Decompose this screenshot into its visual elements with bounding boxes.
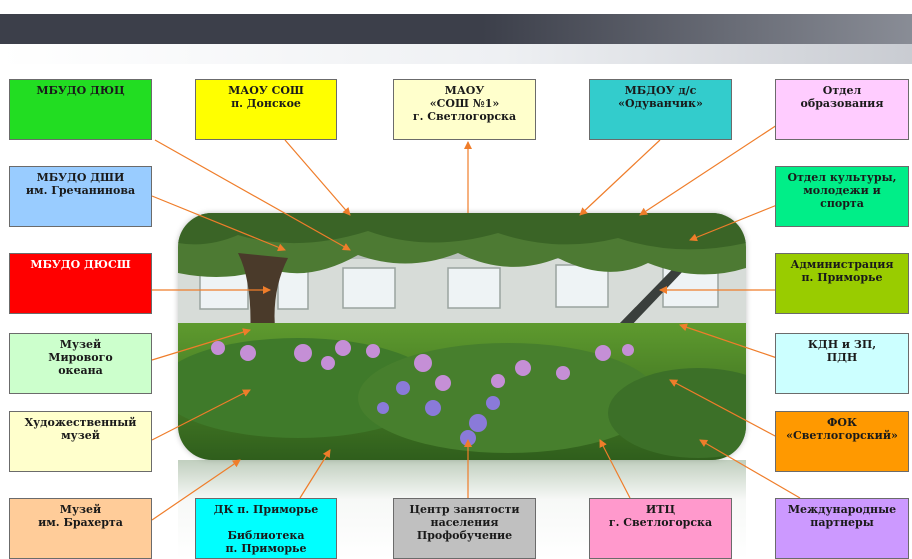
box-mbudo-dyussh: МБУДО ДЮСШ bbox=[9, 253, 152, 314]
box-itts: ИТЦ г. Светлогорска bbox=[589, 498, 732, 559]
box-dk-primorye: ДК п. Приморье Библиотека п. Приморье bbox=[195, 498, 337, 559]
box-mezhdunarodnye: Международные партнеры bbox=[775, 498, 909, 559]
connector-arrow-5 bbox=[639, 124, 778, 216]
box-muzey-okeana: Музей Мирового океана bbox=[9, 333, 152, 394]
box-fok: ФОК «Светлогорский» bbox=[775, 411, 909, 472]
connector-arrow-17 bbox=[599, 439, 631, 499]
connector-arrow-14 bbox=[151, 459, 241, 521]
box-otdel-obrazovaniya: Отдел образования bbox=[775, 79, 909, 140]
header-bar bbox=[0, 0, 912, 44]
connector-arrow-6 bbox=[151, 195, 286, 252]
connector-arrow-1 bbox=[154, 139, 351, 251]
box-maou-sosh-1: МАОУ «СОШ №1» г. Светлогорска bbox=[393, 79, 536, 140]
box-mbudo-duts: МБУДО ДЮЦ bbox=[9, 79, 152, 140]
connector-arrow-18 bbox=[699, 439, 801, 499]
connector-arrow-10 bbox=[151, 328, 251, 361]
box-administratsiya: Администрация п. Приморье bbox=[775, 253, 909, 314]
box-muzey-brakherta: Музей им. Брахерта bbox=[9, 498, 152, 559]
box-mbdou-oduvanchik: МБДОУ д/с «Одуванчик» bbox=[589, 79, 732, 140]
box-kdn-zp: КДН и ЗП, ПДН bbox=[775, 333, 909, 394]
box-khud-muzey: Художественный музей bbox=[9, 411, 152, 472]
connector-arrow-15 bbox=[299, 449, 331, 499]
connector-arrow-13 bbox=[669, 379, 778, 438]
box-mbudo-dshi: МБУДО ДШИ им. Гречанинова bbox=[9, 166, 152, 227]
connector-arrow-12 bbox=[151, 389, 251, 441]
connector-arrow-7 bbox=[689, 204, 778, 242]
connector-arrow-4 bbox=[579, 139, 661, 216]
connector-arrow-2 bbox=[284, 139, 351, 216]
connector-arrow-11 bbox=[679, 323, 778, 359]
box-tsentr-zanyatosti: Центр занятости населения Профобучение bbox=[393, 498, 536, 559]
box-otdel-kultury: Отдел культуры, молодежи и спорта bbox=[775, 166, 909, 227]
header-sheen bbox=[482, 14, 912, 44]
building-garden-photo bbox=[178, 213, 746, 460]
header-underline bbox=[0, 44, 912, 64]
box-maou-sosh-donskoe: МАОУ СОШ п. Донское bbox=[195, 79, 337, 140]
